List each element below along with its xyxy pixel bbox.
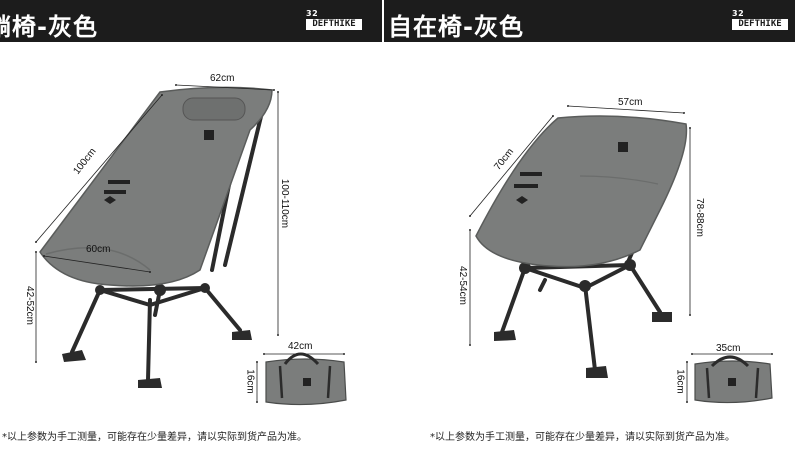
right-footnote: *以上参数为手工测量，可能存在少量差异，请以实际到货产品为准。 [430, 432, 735, 443]
right-dim-bag-length: 35cm [716, 343, 741, 354]
right-dim-height: 78-88cm [693, 198, 705, 237]
left-dim-bag-height: 16cm [244, 369, 256, 394]
right-dimension-lines [469, 105, 773, 403]
recliner-chair-image [39, 86, 273, 388]
left-dim-height: 100-110cm [279, 178, 291, 229]
right-header: 自在椅-灰色 32 DEFTHIKE [384, 0, 795, 42]
brand-number: 32 [306, 9, 319, 18]
left-dim-bag-length: 42cm [288, 341, 313, 352]
left-footnote: *以上参数为手工测量，可能存在少量差异，请以实际到货产品为准。 [2, 432, 307, 443]
right-storage-bag [694, 355, 773, 404]
left-storage-bag [265, 352, 347, 406]
left-dim-seat-width: 60cm [86, 244, 111, 255]
left-dim-width-top: 62cm [210, 73, 235, 84]
brand-number: 32 [732, 9, 745, 18]
brand-name: DEFTHIKE [732, 19, 788, 30]
right-dim-seat-height: 42-54cm [456, 266, 468, 305]
left-dimension-lines [35, 84, 345, 403]
left-dim-seat-height: 42-52cm [23, 286, 35, 325]
right-dim-bag-height: 16cm [674, 369, 686, 394]
right-title: 自在椅-灰色 [388, 13, 524, 41]
right-dim-width-top: 57cm [618, 97, 643, 108]
left-brand-logo: 32 DEFTHIKE [306, 9, 362, 31]
right-brand-logo: 32 DEFTHIKE [732, 9, 788, 31]
left-title: 躺椅-灰色 [0, 13, 98, 41]
left-header: 躺椅-灰色 32 DEFTHIKE [0, 0, 382, 42]
brand-name: DEFTHIKE [306, 19, 362, 30]
